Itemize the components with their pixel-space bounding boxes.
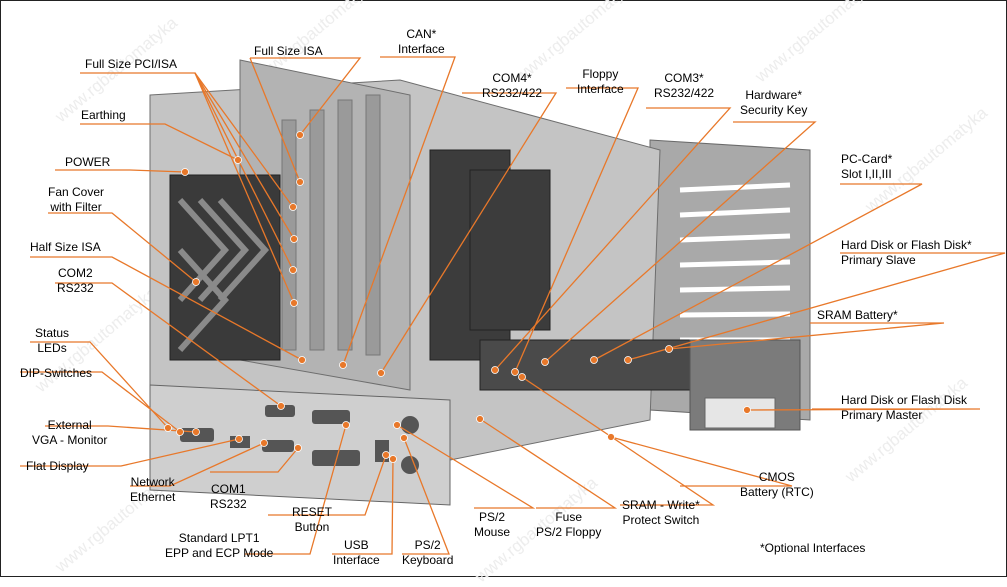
footnote-optional-interfaces: *Optional Interfaces xyxy=(760,541,866,555)
label-full-size-isa: Full Size ISA xyxy=(254,44,323,58)
label-hd-primary-slave: Hard Disk or Flash Disk*Primary Slave xyxy=(841,238,972,267)
label-dip-switches: DIP-Switches xyxy=(20,366,93,380)
hard-disk xyxy=(704,397,776,429)
slot-brackets xyxy=(281,94,381,356)
cpu-board xyxy=(479,339,691,391)
label-com3: COM3*RS232/422 xyxy=(654,71,715,100)
label-half-size-isa: Half Size ISA xyxy=(30,240,101,254)
callout-dots xyxy=(164,131,751,463)
label-can-interface: CAN*Interface xyxy=(398,27,445,56)
label-sram-write-protect: SRAM - Write*Protect Switch xyxy=(622,498,700,527)
label-flat-display: Flat Display xyxy=(26,459,89,473)
fan-grille xyxy=(177,197,270,353)
label-sram-battery: SRAM Battery* xyxy=(817,308,898,322)
label-com4: COM4*RS232/422 xyxy=(482,71,543,100)
label-full-size-pci-isa: Full Size PCI/ISA xyxy=(85,57,178,71)
label-hardware-security-key: Hardware*Security Key xyxy=(740,88,808,117)
label-earthing: Earthing xyxy=(81,108,126,122)
label-power: POWER xyxy=(65,155,111,169)
expansion-boards xyxy=(429,149,551,361)
label-pc-card: PC-Card*Slot I,II,III xyxy=(841,152,893,181)
